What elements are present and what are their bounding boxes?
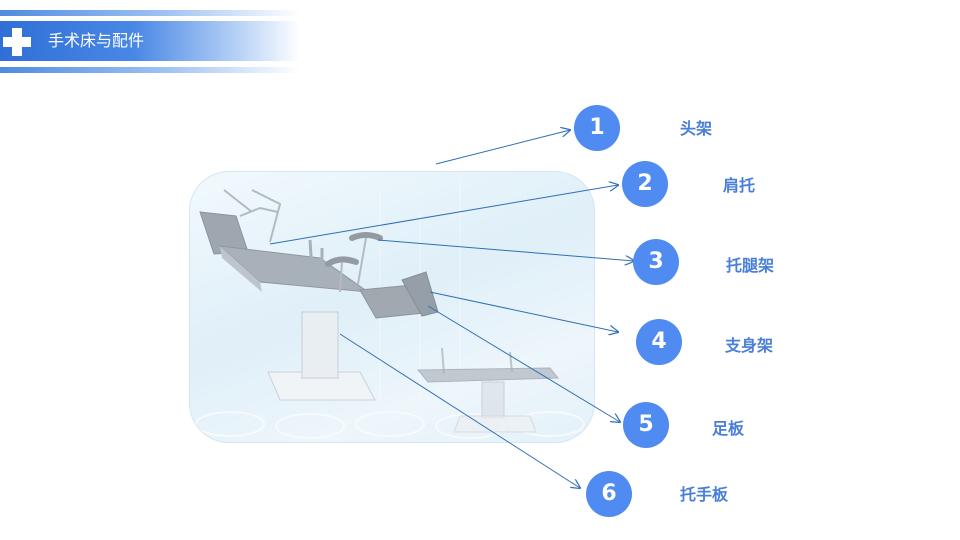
leader-line-1 [435,130,570,165]
callout-6-badge: 6 [586,471,632,517]
callout-1-label: 头架 [680,119,713,138]
callout-4-label: 支身架 [725,336,774,355]
callout-4-badge: 4 [636,319,682,365]
header-stripe-bottom [0,67,300,73]
callout-5-label: 足板 [712,419,745,438]
callout-2-label: 肩托 [723,176,756,195]
callout-3-badge: 3 [633,239,679,285]
callout-5-badge: 5 [623,402,669,448]
medical-cross-icon [3,28,31,56]
callout-2-badge: 2 [622,161,668,207]
header-stripe-top [0,10,300,16]
callout-6-label: 托手板 [680,485,729,504]
callout-3-label: 托腿架 [726,256,775,275]
callout-1-badge: 1 [574,105,620,151]
page-title: 手术床与配件 [48,31,145,50]
operating-table-image [189,171,595,443]
header-banner [0,21,300,61]
